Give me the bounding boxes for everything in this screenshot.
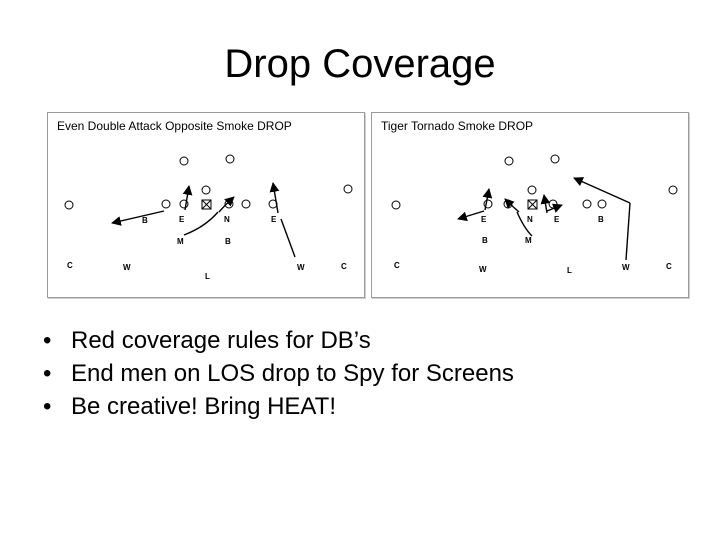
- drop-arrow: [111, 210, 165, 226]
- offense-player: [527, 185, 537, 195]
- offense-player: [391, 200, 401, 210]
- offense-player: [582, 199, 592, 209]
- drop-arrow: [482, 188, 493, 211]
- drop-arrow: [504, 198, 520, 213]
- offense-player: [179, 156, 189, 166]
- defender-label: C: [67, 261, 73, 270]
- offense-player: [64, 200, 74, 210]
- diagram-title: Tiger Tornado Smoke DROP: [381, 119, 534, 133]
- defender-label: M: [525, 236, 532, 245]
- offense-player: [343, 184, 353, 194]
- defender-label: W: [479, 265, 487, 274]
- offense-player: [597, 199, 607, 209]
- play-diagram-svg: E N E B B M C W L W C: [391, 154, 678, 275]
- bullet-marker: •: [43, 327, 52, 354]
- defender-label: C: [341, 262, 347, 271]
- offense-player: [550, 154, 560, 164]
- offense-player: [668, 185, 678, 195]
- diagram-title: Even Double Attack Opposite Smoke DROP: [57, 119, 292, 133]
- defender-label: E: [179, 215, 185, 224]
- drop-arrow: [218, 196, 235, 213]
- defender-label: E: [481, 215, 487, 224]
- play-diagram-right: Tiger Tornado Smoke DROP: [371, 112, 689, 298]
- defender-label: C: [666, 262, 672, 271]
- defender-label: B: [598, 215, 604, 224]
- offense-player: [161, 199, 171, 209]
- defender-label: W: [622, 263, 630, 272]
- drop-arrow: [457, 210, 485, 222]
- bullet-text: Red coverage rules for DB’s: [71, 327, 371, 354]
- offense-player: [504, 156, 514, 166]
- drop-arrow: [516, 211, 533, 237]
- defender-label: L: [205, 272, 210, 281]
- bullet-list: • Red coverage rules for DB’s • End men …: [43, 324, 514, 423]
- bullet-item: • Be creative! Bring HEAT!: [43, 390, 514, 423]
- defender-label: W: [123, 263, 131, 272]
- drop-arrow: [546, 203, 563, 213]
- drop-arrow: [280, 218, 296, 258]
- drop-arrow: [183, 211, 219, 236]
- drop-arrow: [625, 202, 631, 261]
- defender-label: L: [567, 266, 572, 275]
- play-diagram-svg: B E N E M B C W L W C: [64, 154, 353, 281]
- drop-arrow: [269, 182, 280, 214]
- defender-label: N: [224, 215, 230, 224]
- defender-label: C: [394, 261, 400, 270]
- play-diagram-left: Even Double Attack Opposite Smoke DROP: [47, 112, 365, 298]
- defender-label: E: [271, 215, 277, 224]
- offense-player: [241, 199, 251, 209]
- offense-player: [225, 154, 235, 164]
- bullet-marker: •: [43, 393, 52, 420]
- defender-label: W: [297, 263, 305, 272]
- defender-label: E: [554, 215, 560, 224]
- defender-label: B: [225, 237, 231, 246]
- bullet-item: • End men on LOS drop to Spy for Screens: [43, 357, 514, 390]
- drop-arrow: [182, 185, 193, 211]
- defender-label: B: [482, 236, 488, 245]
- bullet-text: Be creative! Bring HEAT!: [71, 393, 336, 420]
- defender-label: N: [527, 215, 533, 224]
- bullet-text: End men on LOS drop to Spy for Screens: [71, 360, 514, 387]
- slide-title: Drop Coverage: [224, 42, 496, 86]
- bullet-item: • Red coverage rules for DB’s: [43, 324, 514, 357]
- offense-player: [201, 185, 211, 195]
- defender-label: B: [142, 216, 148, 225]
- defender-label: M: [177, 237, 184, 246]
- bullet-marker: •: [43, 360, 52, 387]
- drop-arrow: [573, 177, 631, 204]
- drop-arrow: [540, 194, 551, 214]
